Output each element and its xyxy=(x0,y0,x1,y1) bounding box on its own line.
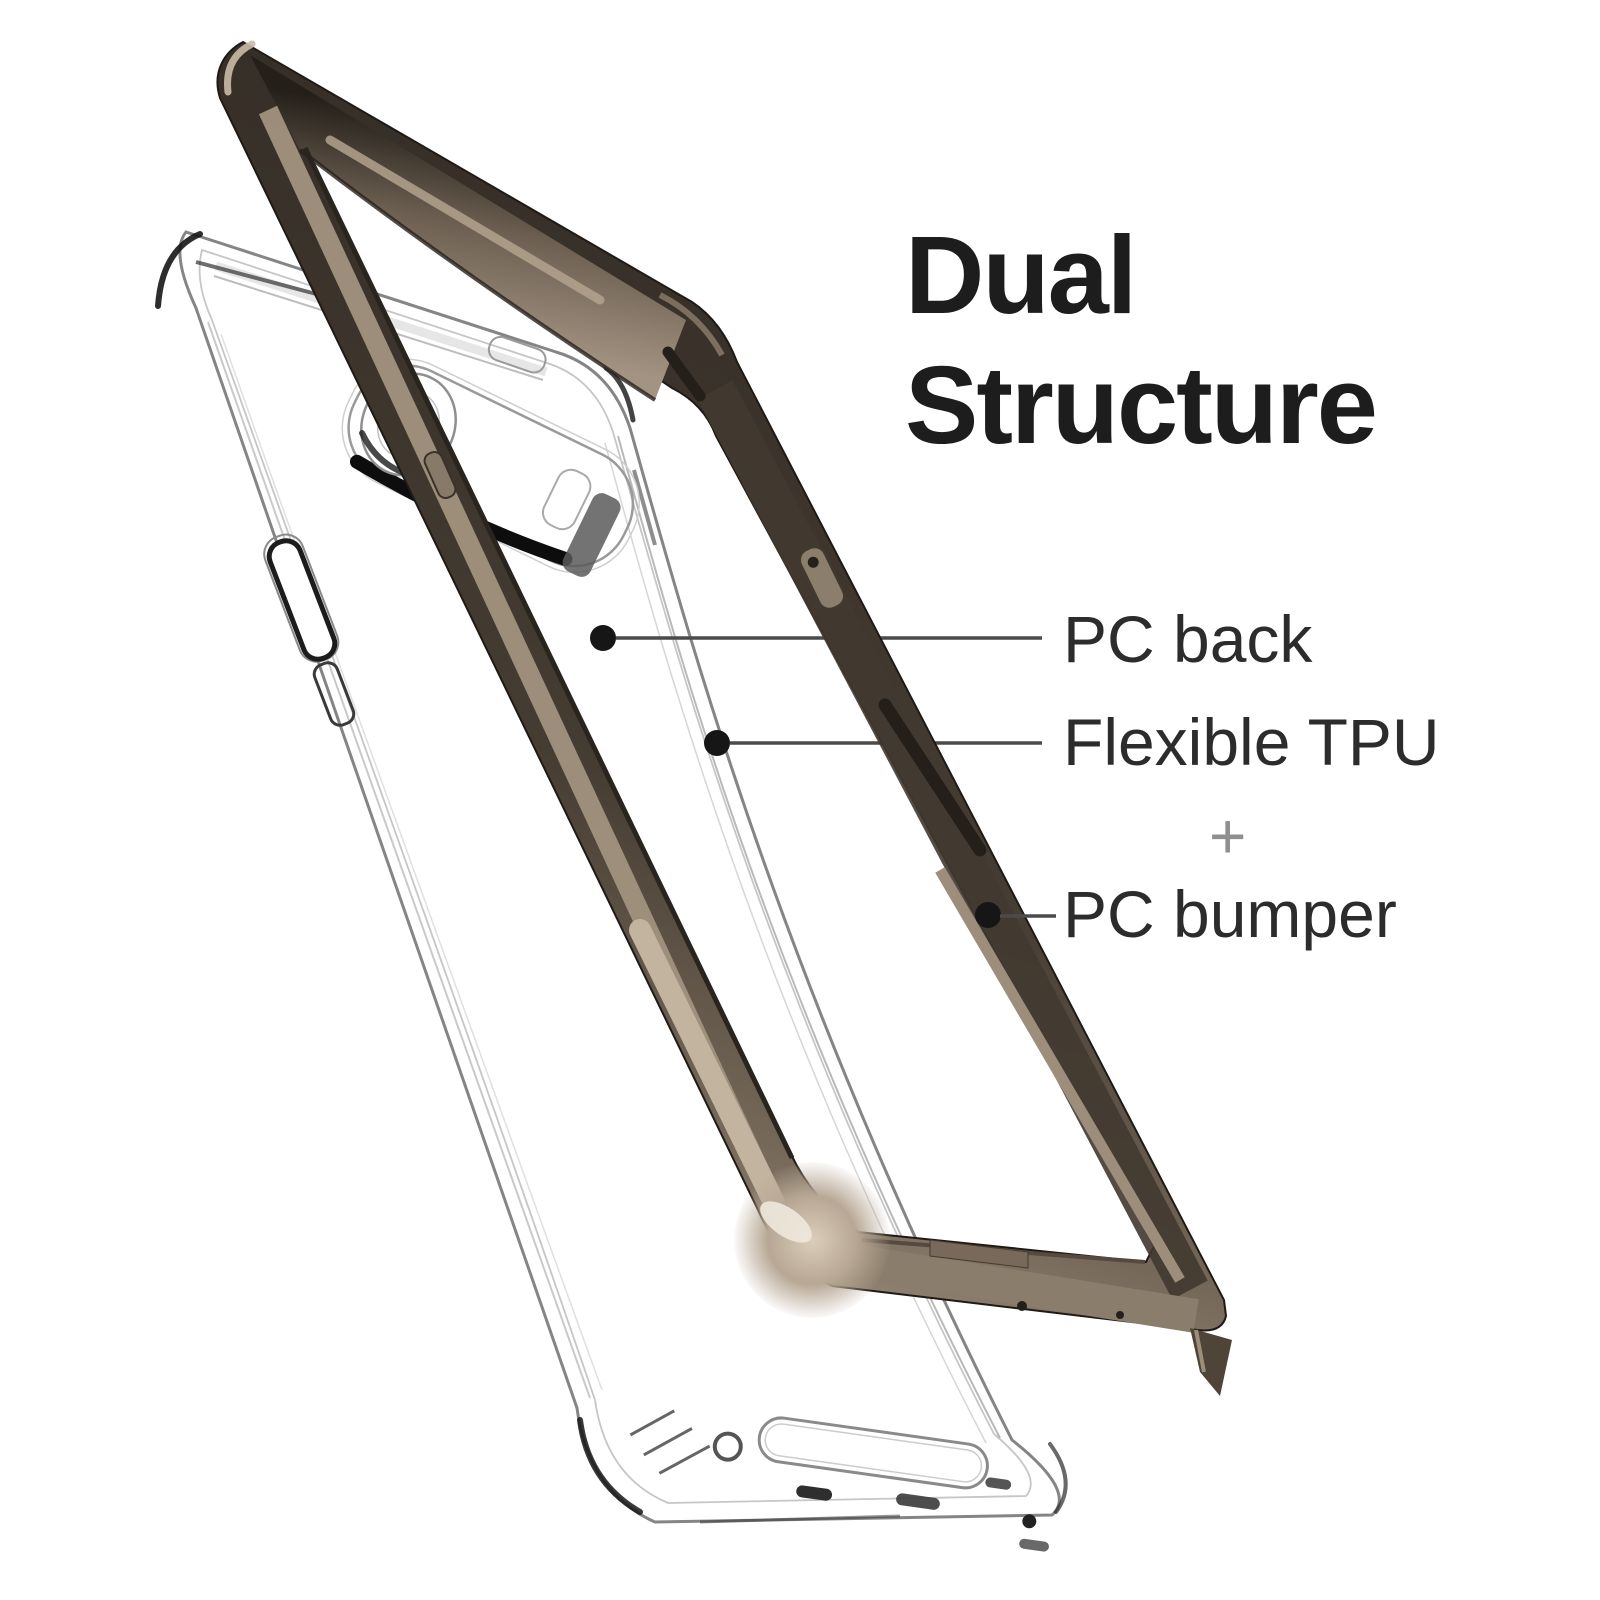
flash-cutout xyxy=(541,468,592,531)
corner-rib xyxy=(658,1444,711,1475)
camera-cutout-cap xyxy=(562,493,621,577)
title-line-2: Structure xyxy=(905,344,1376,467)
bumper-br-tail-highlight xyxy=(1194,1329,1206,1373)
bumper-volume-notch xyxy=(423,450,457,500)
label-pc-bumper: PC bumper xyxy=(1063,877,1397,951)
bumper-left-inner-edge xyxy=(302,146,795,1160)
bottom-ports xyxy=(629,1409,1049,1552)
leader-dot-flexible-tpu xyxy=(704,730,730,756)
side-button-cutout xyxy=(263,533,340,663)
bumper-power-tab xyxy=(798,546,846,610)
bumper-top-highlight xyxy=(325,135,605,305)
bumper-tl-highlight xyxy=(224,40,256,96)
bumper-tr-slot xyxy=(662,346,706,402)
case-left-edge-line xyxy=(207,321,591,1399)
bumper-right-bar xyxy=(697,380,1208,1300)
callout-flexible-tpu-leader xyxy=(704,730,1042,756)
bumper-bottom-nick xyxy=(1017,1301,1027,1311)
label-pc-back: PC back xyxy=(1063,602,1313,676)
bumper-top-inner-face xyxy=(250,55,686,400)
case-top-accent xyxy=(195,260,321,297)
bumper-frame xyxy=(216,40,1232,1396)
bumper-right-stripe xyxy=(935,867,1185,1283)
side-button-cutout-small xyxy=(312,661,356,727)
page-title: Dual Structure xyxy=(905,214,1378,467)
callout-pc-bumper-leader xyxy=(975,902,1056,928)
leader-dot-pc-back xyxy=(590,625,616,651)
port-detail xyxy=(985,1477,1012,1490)
bumper-corner-specular xyxy=(760,1201,812,1243)
port-detail xyxy=(1019,1538,1049,1552)
bumper-top-face-rim xyxy=(298,148,657,402)
bumper-tr-highlight xyxy=(658,292,725,357)
case-bottom-accent xyxy=(699,1514,901,1524)
case-corner-accent-tl xyxy=(155,231,203,309)
leader-dot-pc-bumper xyxy=(975,902,1001,928)
title-line-1: Dual xyxy=(905,214,1135,337)
case-corner-accent-bl xyxy=(577,1417,643,1515)
bumper-bottom-tab xyxy=(929,1239,1029,1269)
port-detail xyxy=(796,1485,833,1501)
label-flexible-tpu: Flexible TPU xyxy=(1063,705,1440,779)
case-edge-accent xyxy=(632,469,657,546)
corner-rib xyxy=(643,1427,693,1457)
corner-rib xyxy=(629,1409,675,1437)
usb-port-inner xyxy=(764,1423,983,1483)
case-corner-accent-br xyxy=(1048,1442,1068,1514)
top-edge-cutout xyxy=(487,335,547,374)
bumper-right-slot xyxy=(878,698,987,857)
bumper-corner-sheen xyxy=(734,1162,890,1318)
bumper-bottom-bar xyxy=(857,1245,1199,1333)
bumper-bottom-nick xyxy=(1116,1311,1124,1319)
port-detail xyxy=(896,1493,940,1510)
port-detail xyxy=(1022,1514,1037,1529)
headphone-jack-cutout xyxy=(712,1431,743,1462)
usb-port-cutout xyxy=(757,1416,989,1490)
plus-icon: + xyxy=(1209,800,1246,872)
